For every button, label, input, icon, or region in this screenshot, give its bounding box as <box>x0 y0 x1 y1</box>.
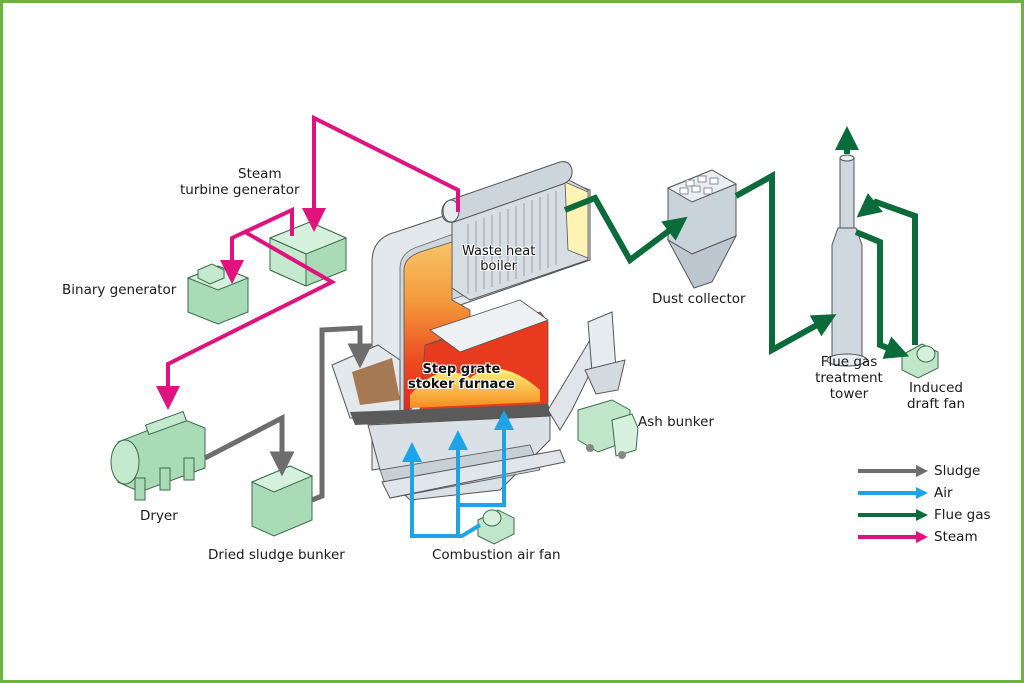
label-line: boiler <box>480 259 518 274</box>
label-dust-collector: Dust collector <box>652 291 746 307</box>
binary-generator <box>186 263 250 325</box>
legend-arrow-icon <box>858 531 928 543</box>
waste-heat-boiler <box>441 161 589 301</box>
label-line: treatment <box>815 370 883 386</box>
label-line: turbine generator <box>180 182 300 198</box>
air-line-1 <box>402 442 482 538</box>
dried-sludge-bunker <box>250 465 314 537</box>
label-line: Waste heat <box>462 244 536 259</box>
flue-gas-flows <box>563 126 918 359</box>
sludge-line-bunker-to-furnace <box>311 325 373 503</box>
dryer <box>110 410 206 501</box>
induced-draft-fan <box>901 343 939 379</box>
legend-item-steam: Steam <box>858 526 991 548</box>
label-steam-turbine-generator-2: turbine generator <box>180 182 300 198</box>
flue-line-fan-to-stack <box>856 193 918 345</box>
sludge-feed-hopper <box>331 344 401 421</box>
dust-collector <box>666 169 738 289</box>
flue-line-dust-to-tower <box>734 170 837 356</box>
label-line: tower <box>829 386 869 402</box>
legend-label: Air <box>934 485 953 501</box>
flue-line-boiler-to-dust <box>563 194 688 265</box>
air-line-3 <box>458 410 514 507</box>
ash-conveyor <box>547 311 626 431</box>
legend-label: Flue gas <box>934 507 991 523</box>
legend-arrow-icon <box>858 509 928 521</box>
label-waste-heat-boiler: Waste heat boiler <box>462 244 535 274</box>
legend-arrow-icon <box>858 487 928 499</box>
label-line: Step grate <box>422 362 501 377</box>
label-line: Flue gas <box>820 354 878 370</box>
legend: Sludge Air Flue gas Steam <box>858 460 991 548</box>
label-line: stoker furnace <box>408 377 515 392</box>
label-step-grate-stoker-furnace: Step grate stoker furnace <box>408 362 515 392</box>
label-dried-sludge-bunker: Dried sludge bunker <box>208 547 345 563</box>
steam-line-boiler-to-turbine <box>302 114 460 232</box>
label-steam-turbine-generator: Steam <box>238 166 282 182</box>
legend-item-flue-gas: Flue gas <box>858 504 991 526</box>
label-line: Induced <box>909 380 963 396</box>
legend-label: Steam <box>934 529 978 545</box>
flue-line-tower-to-fan <box>854 229 910 359</box>
label-combustion-air-fan: Combustion air fan <box>432 547 561 563</box>
ash-truck <box>577 399 639 459</box>
steam-line-turbine-to-dryer <box>156 230 337 410</box>
flue-gas-treatment-tower <box>826 154 868 367</box>
label-binary-generator: Binary generator <box>62 282 177 298</box>
legend-item-air: Air <box>858 482 991 504</box>
label-ash-bunker: Ash bunker <box>638 414 714 430</box>
sludge-flows <box>203 325 373 503</box>
sludge-line-dryer-to-bunker <box>203 413 295 477</box>
steam-flows <box>156 114 460 410</box>
label-line: Steam <box>238 166 282 182</box>
legend-arrow-icon <box>858 465 928 477</box>
air-flows <box>402 410 514 538</box>
label-dryer: Dryer <box>140 508 178 524</box>
legend-label: Sludge <box>934 463 981 479</box>
steam-line-turbine-to-binary <box>220 206 294 284</box>
legend-item-sludge: Sludge <box>858 460 991 482</box>
label-flue-gas-treatment-tower: Flue gas treatment tower <box>814 354 884 402</box>
label-line: draft fan <box>906 396 966 412</box>
combustion-air-fan <box>477 509 515 545</box>
furnace-fire <box>403 241 549 413</box>
label-induced-draft-fan: Induced draft fan <box>896 380 976 412</box>
